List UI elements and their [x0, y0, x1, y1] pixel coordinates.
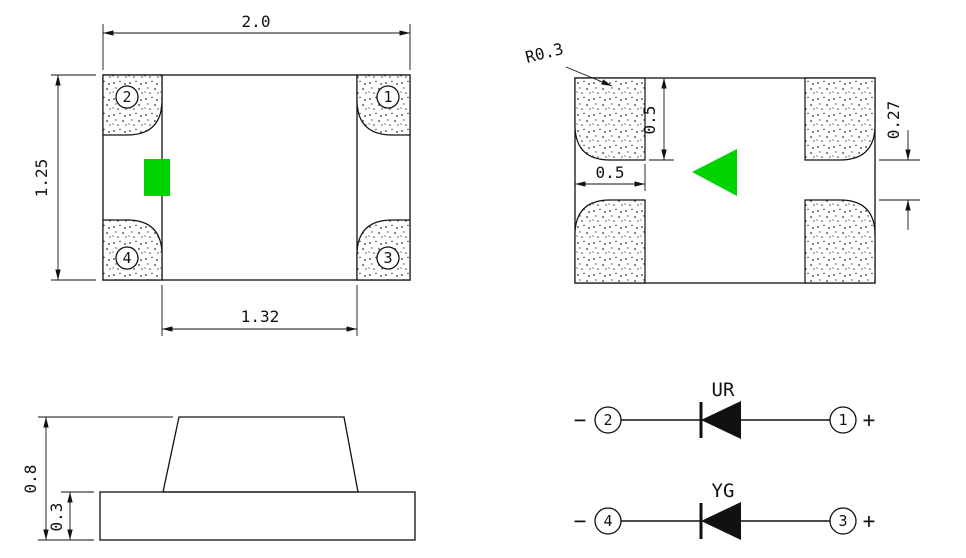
pin-2-circle: [115, 85, 139, 109]
pin-circle-3-number: 3: [838, 512, 847, 530]
pad-view-top-right: [804, 77, 876, 161]
diode-triangle-yg: [701, 502, 741, 540]
dim-overall-width-label: 2.0: [242, 12, 271, 31]
plus-sign-ur: +: [863, 408, 876, 432]
plus-sign-yg: +: [863, 509, 876, 533]
pin-4-number: 4: [122, 249, 131, 267]
circuit-schematic: − 2 1 + UR − 4 3 + YG: [574, 379, 876, 540]
dim-pad-height: 0.5: [640, 77, 674, 161]
diode-circuit-ur: − 2 1 + UR: [574, 379, 876, 439]
dim-overall-width: 2.0: [102, 12, 411, 70]
pin-1-marker: 1: [376, 85, 400, 109]
dim-base-height-label: 0.3: [47, 503, 66, 532]
pin-circle-2-number: 2: [603, 411, 612, 429]
package-pad-view: R0.3 0.5 0.5 0.27: [523, 39, 920, 284]
package-outline: [102, 74, 411, 281]
minus-sign-yg: −: [574, 509, 587, 533]
pin-circle-1-number: 1: [838, 411, 847, 429]
dim-pad-gap-label: 0.27: [884, 101, 903, 140]
side-view-base: [99, 491, 416, 541]
pin-1-number: 1: [383, 88, 392, 106]
dim-pad-width: 0.5: [574, 163, 646, 191]
dim-inner-width: 1.32: [161, 285, 358, 336]
dim-total-height-label: 0.8: [21, 465, 40, 494]
pad-view-top-left: [574, 77, 646, 161]
dim-overall-height: 1.25: [32, 74, 96, 281]
minus-sign-ur: −: [574, 408, 587, 432]
pin-4-marker: 4: [115, 246, 139, 270]
pad-view-bottom-left: [574, 199, 646, 284]
pin-3-circle: [376, 246, 400, 270]
pin-3-number: 3: [383, 249, 392, 267]
pin-3-marker: 3: [376, 246, 400, 270]
pin-4-circle: [115, 246, 139, 270]
pin-circle-4-number: 4: [603, 512, 612, 530]
package-side-view: 0.8 0.3: [21, 416, 416, 541]
pin-circle-3: [829, 507, 857, 535]
dim-pad-gap: 0.27: [879, 101, 920, 230]
dim-inner-width-label: 1.32: [241, 307, 280, 326]
led-chip-triangle: [692, 149, 737, 196]
dim-overall-height-label: 1.25: [32, 159, 51, 198]
dim-pad-height-label: 0.5: [640, 106, 659, 135]
dim-pad-width-label: 0.5: [596, 163, 625, 182]
pin-circle-1: [829, 406, 857, 434]
diode-circuit-yg: − 4 3 + YG: [574, 480, 876, 540]
pin-2-marker: 2: [115, 85, 139, 109]
diode-label-yg: YG: [712, 480, 735, 502]
pad-view-bottom-right: [804, 199, 876, 284]
pin-1-circle: [376, 85, 400, 109]
radius-callout-label: R0.3: [523, 39, 565, 67]
side-view-lens: [162, 416, 359, 493]
dim-total-height: 0.8: [21, 416, 173, 541]
diode-label-ur: UR: [712, 379, 735, 401]
diode-triangle-ur: [701, 401, 741, 439]
led-chip-green: [144, 159, 170, 196]
dim-base-height: 0.3: [47, 491, 94, 540]
package-top-view: 2 1 4 3 2.0 1.25 1.: [32, 12, 411, 336]
pin-2-number: 2: [122, 88, 131, 106]
